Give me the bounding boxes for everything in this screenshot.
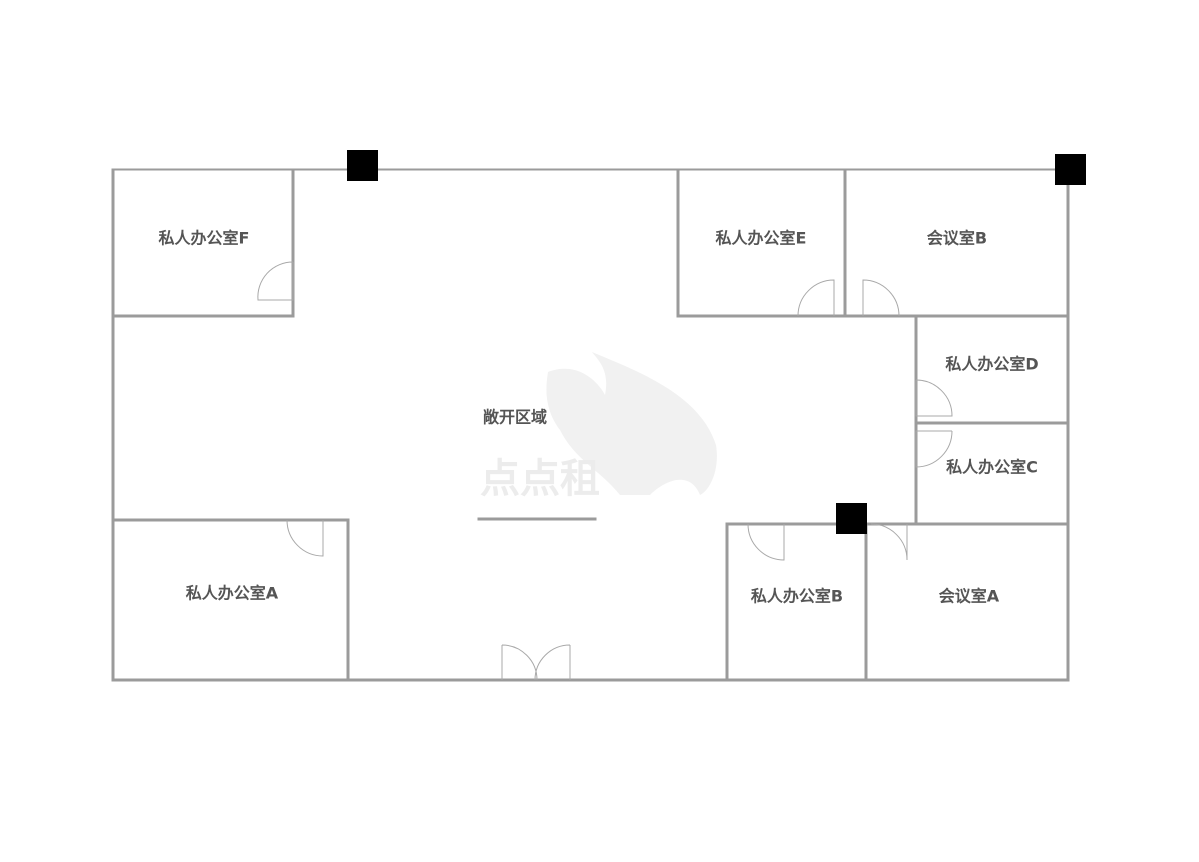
interior-walls <box>111 168 1070 682</box>
door-meeting-b <box>862 279 900 317</box>
doors <box>257 261 953 681</box>
room-labels: 私人办公室F 私人办公室E 会议室B 私人办公室D 敞开区域 私人办公室C 私人… <box>159 229 1039 606</box>
door-meeting-a <box>870 523 908 561</box>
column <box>347 150 378 181</box>
outer-walls <box>111 168 1070 682</box>
room-label-office-c: 私人办公室C <box>946 458 1038 477</box>
door-office-c <box>915 430 953 468</box>
room-label-open-area: 敞开区域 <box>483 408 547 427</box>
room-label-office-a: 私人办公室A <box>186 584 279 603</box>
column <box>1055 154 1086 185</box>
watermark-logo-icon <box>546 352 717 495</box>
door-main-left <box>501 644 538 681</box>
room-label-office-f: 私人办公室F <box>159 229 250 248</box>
room-label-office-b: 私人办公室B <box>751 587 843 606</box>
door-office-b <box>747 523 785 561</box>
room-label-meeting-b: 会议室B <box>927 229 987 248</box>
door-office-a <box>286 519 324 557</box>
columns <box>347 150 1086 534</box>
column <box>836 503 867 534</box>
room-label-meeting-a: 会议室A <box>939 587 1000 606</box>
room-label-office-d: 私人办公室D <box>945 355 1038 374</box>
door-office-d <box>915 379 953 417</box>
door-office-e <box>797 279 835 317</box>
watermark-text: 点点租 <box>480 456 600 502</box>
door-office-f <box>257 261 294 301</box>
room-label-office-e: 私人办公室E <box>716 229 807 248</box>
door-main-right <box>534 644 571 681</box>
watermark: 点点租 <box>480 352 717 502</box>
